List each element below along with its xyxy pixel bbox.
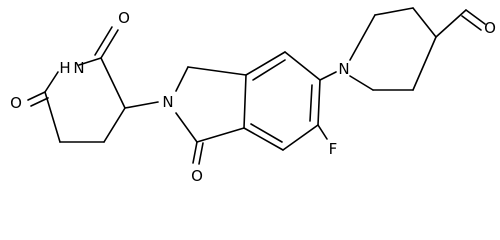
bond-c6-o bbox=[27, 91, 46, 101]
bond-c2-c3 bbox=[100, 57, 126, 109]
bond-c2-o-double bbox=[94, 26, 113, 56]
bond-n-c6 bbox=[44, 71, 59, 93]
bond-c7-c7a bbox=[243, 127, 284, 151]
bond-c3-n-isoindolinone bbox=[124, 101, 159, 109]
bond-c4-c5 bbox=[284, 51, 321, 81]
piperidine-ring bbox=[349, 7, 437, 91]
bond-c6-c5 bbox=[44, 91, 61, 143]
bond-c2-c3 bbox=[374, 7, 414, 16]
aldehyde-group bbox=[435, 9, 486, 38]
bond-c6-f bbox=[317, 124, 328, 140]
atom-fluorine: F bbox=[329, 140, 338, 158]
atom-o-lactam: O bbox=[191, 167, 203, 185]
bond-c3a-c4-inner bbox=[252, 59, 286, 81]
atom-o-glutarimide-top: O bbox=[118, 9, 130, 27]
glutarimide-ring bbox=[27, 26, 126, 143]
bond-cho-o bbox=[465, 9, 486, 25]
bond-c4-c3 bbox=[103, 107, 126, 143]
chemical-structure: O N H O N O F N O bbox=[10, 7, 496, 185]
bond-c2-n bbox=[78, 57, 102, 66]
bond-n-co bbox=[175, 112, 198, 143]
bond-n-c2 bbox=[349, 14, 376, 61]
bond-c7-c7a-inner bbox=[250, 123, 283, 143]
bond-c3a-c7a bbox=[243, 74, 247, 129]
bond-c6-o-double bbox=[30, 97, 49, 107]
bond-c5-c6-inner bbox=[309, 84, 313, 122]
atom-nh-hydrogen: H bbox=[59, 59, 70, 77]
bond-c4-c5 bbox=[412, 36, 437, 91]
atom-nh-nitrogen: N bbox=[73, 59, 84, 77]
bond-c6-c7 bbox=[282, 124, 319, 151]
bond-c6-n bbox=[349, 75, 374, 91]
bond-co-o bbox=[192, 141, 198, 164]
bond-c2-o bbox=[100, 29, 119, 59]
atom-o-glutarimide-left: O bbox=[10, 94, 22, 112]
bond-cho-o-double bbox=[461, 15, 482, 31]
bond-c3a-c4 bbox=[245, 51, 286, 76]
bond-c3-c4 bbox=[412, 7, 437, 38]
bond-c5-n-piperidine bbox=[319, 71, 337, 81]
benzene-ring bbox=[243, 51, 321, 151]
atom-n-piperidine: N bbox=[338, 60, 349, 78]
bond-n-ch2 bbox=[175, 66, 189, 92]
bond-c4-cho bbox=[435, 9, 467, 38]
bond-ch2-c3a bbox=[187, 66, 247, 76]
bond-c5-c6 bbox=[317, 79, 321, 126]
bond-co-c7a bbox=[196, 127, 245, 143]
atom-o-aldehyde: O bbox=[484, 19, 496, 37]
isoindolinone-ring bbox=[175, 66, 247, 165]
bond-co-o-double bbox=[198, 142, 204, 165]
atom-n-isoindolinone: N bbox=[162, 93, 173, 111]
